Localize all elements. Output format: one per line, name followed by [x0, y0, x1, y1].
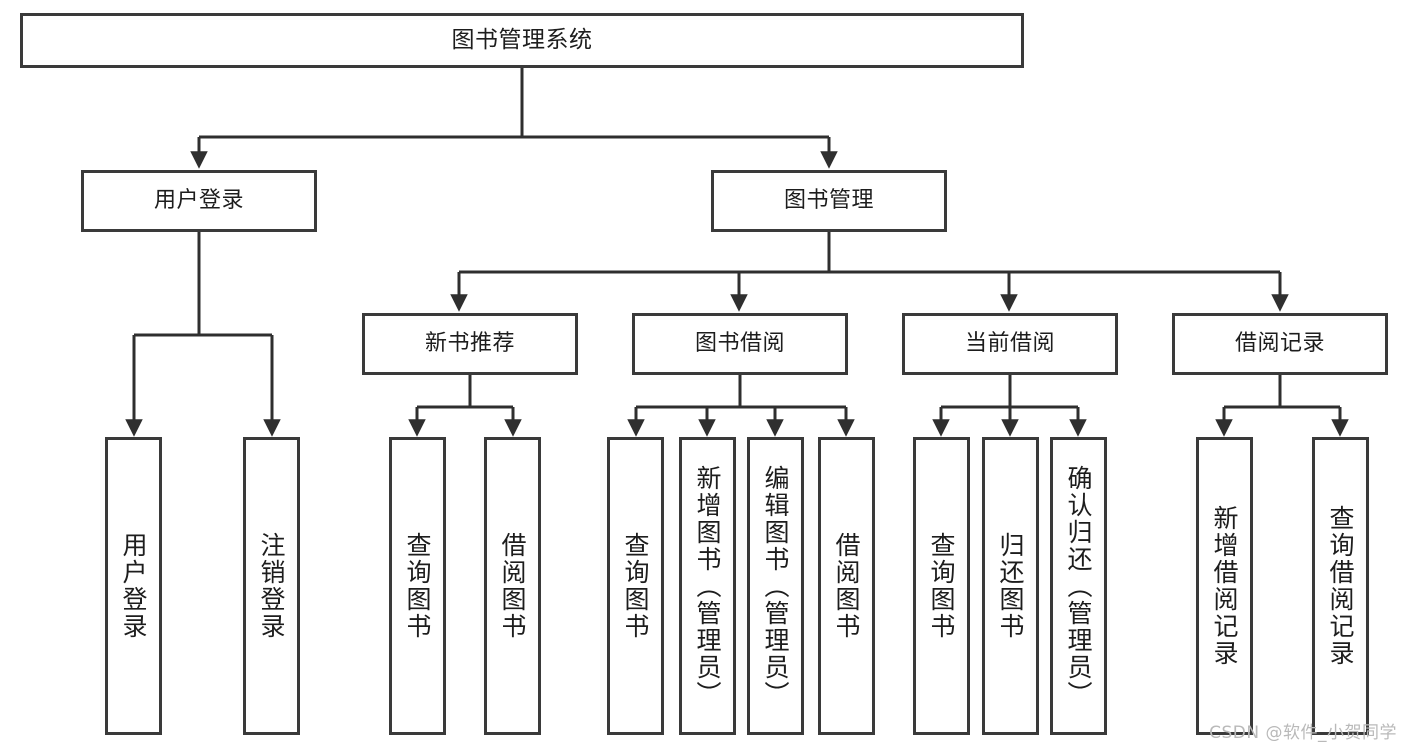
leaf-current-query-book[interactable]: 查询图书: [913, 437, 970, 735]
leaf-user-login-logout[interactable]: 注销登录: [243, 437, 300, 735]
node-user-login[interactable]: 用户登录: [81, 170, 317, 232]
node-label: 查询图书: [621, 532, 650, 640]
node-label: 借阅记录: [1234, 331, 1325, 357]
node-label: 编辑图书（管理员）: [761, 464, 790, 708]
node-label: 借阅图书: [498, 532, 527, 640]
node-label: 新增借阅记录: [1210, 505, 1239, 667]
node-book-borrow[interactable]: 图书借阅: [632, 313, 848, 375]
leaf-recommend-borrow-book[interactable]: 借阅图书: [484, 437, 541, 735]
node-label: 图书借阅: [694, 331, 785, 357]
node-borrow-record[interactable]: 借阅记录: [1172, 313, 1388, 375]
node-label: 查询借阅记录: [1326, 505, 1355, 667]
leaf-borrow-add-book-admin[interactable]: 新增图书（管理员）: [679, 437, 736, 735]
leaf-record-add-record[interactable]: 新增借阅记录: [1196, 437, 1253, 735]
node-label: 图书管理: [783, 188, 874, 214]
node-label: 归还图书: [996, 532, 1025, 640]
leaf-borrow-borrow-book[interactable]: 借阅图书: [818, 437, 875, 735]
node-label: 确认归还（管理员）: [1064, 464, 1093, 708]
node-label: 新书推荐: [424, 331, 515, 357]
node-label: 用户登录: [153, 188, 244, 214]
leaf-borrow-query-book[interactable]: 查询图书: [607, 437, 664, 735]
leaf-borrow-edit-book-admin[interactable]: 编辑图书（管理员）: [747, 437, 804, 735]
node-label: 图书管理系统: [451, 27, 593, 54]
node-root-system[interactable]: 图书管理系统: [20, 13, 1024, 68]
node-label: 用户登录: [119, 532, 148, 640]
leaf-current-return-book[interactable]: 归还图书: [982, 437, 1039, 735]
leaf-user-login-login[interactable]: 用户登录: [105, 437, 162, 735]
node-label: 借阅图书: [832, 532, 861, 640]
leaf-record-query-record[interactable]: 查询借阅记录: [1312, 437, 1369, 735]
leaf-recommend-query-book[interactable]: 查询图书: [389, 437, 446, 735]
node-label: 查询图书: [403, 532, 432, 640]
node-label: 查询图书: [927, 532, 956, 640]
node-label: 当前借阅: [964, 331, 1055, 357]
node-label: 新增图书（管理员）: [693, 464, 722, 708]
node-book-management[interactable]: 图书管理: [711, 170, 947, 232]
leaf-current-confirm-return-admin[interactable]: 确认归还（管理员）: [1050, 437, 1107, 735]
node-label: 注销登录: [257, 532, 286, 640]
node-new-book-recommend[interactable]: 新书推荐: [362, 313, 578, 375]
node-current-borrow[interactable]: 当前借阅: [902, 313, 1118, 375]
watermark-text: CSDN @软件_小贺同学: [1209, 723, 1397, 743]
